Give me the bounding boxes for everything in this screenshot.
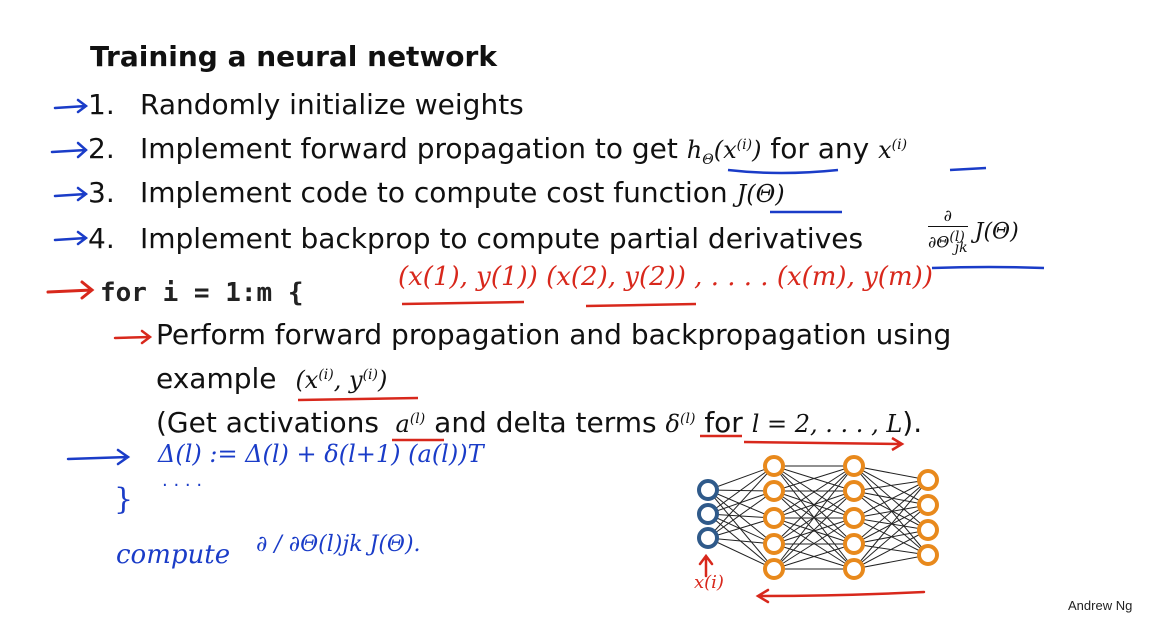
example-pair-formula: (x(i), y(i)): [295, 366, 388, 394]
handwritten-close-brace: }: [114, 482, 134, 517]
step-number: 1.: [88, 88, 115, 121]
arrow-step-4-icon: [53, 230, 89, 246]
hidden-layer-1-nodes: [763, 455, 785, 580]
handwritten-derivative: ∂ / ∂Θ(l)jk J(Θ).: [256, 532, 421, 557]
for-text: for: [704, 406, 743, 439]
input-x-formula: x(i): [878, 136, 908, 164]
underline-example-1: [401, 300, 525, 306]
backprop-arrow-icon: [755, 588, 926, 604]
step-text: Randomly initialize weights: [140, 88, 524, 121]
step-text: Implement forward propagation to get: [140, 132, 678, 165]
cost-function-formula: J(Θ): [736, 180, 785, 208]
for-loop-code: for i = 1:m {: [100, 278, 304, 308]
step-number: 2.: [88, 132, 115, 165]
step-2: 2. Implement forward propagation to get h…: [88, 132, 907, 168]
output-layer-nodes: [917, 469, 939, 566]
arrow-delta-update-icon: [66, 448, 131, 466]
activation-formula: a(l): [387, 410, 426, 438]
hidden-layer-2-nodes: [843, 455, 865, 580]
input-layer-nodes: [697, 479, 719, 549]
arrow-perform-icon: [113, 329, 153, 345]
step-text-2: for any: [770, 132, 870, 165]
loop-line-3: (Get activations a(l) and delta terms δ(…: [156, 406, 922, 439]
underline-example-2: [585, 302, 697, 308]
closing-text: ).: [902, 406, 923, 439]
example-word: example: [156, 362, 277, 395]
step-number: 4.: [88, 222, 115, 255]
arrow-step-3-icon: [53, 186, 89, 202]
network-edges: [707, 465, 929, 570]
arrow-for-loop-icon: [46, 280, 95, 300]
handwritten-dots: . . . .: [162, 470, 203, 491]
handwritten-input-label: x(i): [694, 572, 724, 593]
delta-text: and delta terms: [434, 406, 657, 439]
step-3: 3. Implement code to compute cost functio…: [88, 176, 785, 209]
underline-derivative: [931, 265, 1045, 270]
underline-x: [949, 166, 987, 172]
step-text: Implement backprop to compute partial de…: [140, 222, 864, 255]
neural-network-diagram: [697, 455, 939, 604]
handwritten-examples: (x(1), y(1)) (x(2), y(2)) , . . . . (x(m…: [398, 262, 933, 292]
arrow-step-1-icon: [53, 98, 89, 114]
delta-formula: δ(l): [665, 410, 696, 438]
hypothesis-formula: hΘ(x(i)): [686, 136, 762, 168]
underline-hypothesis: [727, 168, 839, 175]
input-up-arrow-icon: [698, 553, 714, 578]
activations-text: (Get activations: [156, 406, 379, 439]
arrow-step-2-icon: [50, 141, 88, 159]
step-4: 4. Implement backprop to compute partial …: [88, 222, 863, 255]
loop-line-2: example (x(i), y(i)): [156, 362, 387, 395]
arrow-range-icon: [700, 434, 905, 452]
partial-derivative-formula: ∂ ∂Θ(l)jk J(Θ): [928, 206, 1019, 256]
step-number: 3.: [88, 176, 115, 209]
slide-title: Training a neural network: [90, 40, 497, 73]
step-text: Implement code to compute cost function: [140, 176, 728, 209]
step-1: 1. Randomly initialize weights: [88, 88, 524, 121]
underline-example-pair: [297, 396, 419, 402]
range-formula: l = 2, . . . , L: [751, 410, 903, 438]
handwritten-delta-update: Δ(l) := Δ(l) + δ(l+1) (a(l))T: [158, 440, 484, 468]
author-footer: Andrew Ng: [1068, 598, 1133, 613]
handwritten-compute: compute: [116, 540, 231, 570]
step-arrows: [50, 98, 89, 246]
loop-line-1: Perform forward propagation and backprop…: [156, 318, 952, 351]
